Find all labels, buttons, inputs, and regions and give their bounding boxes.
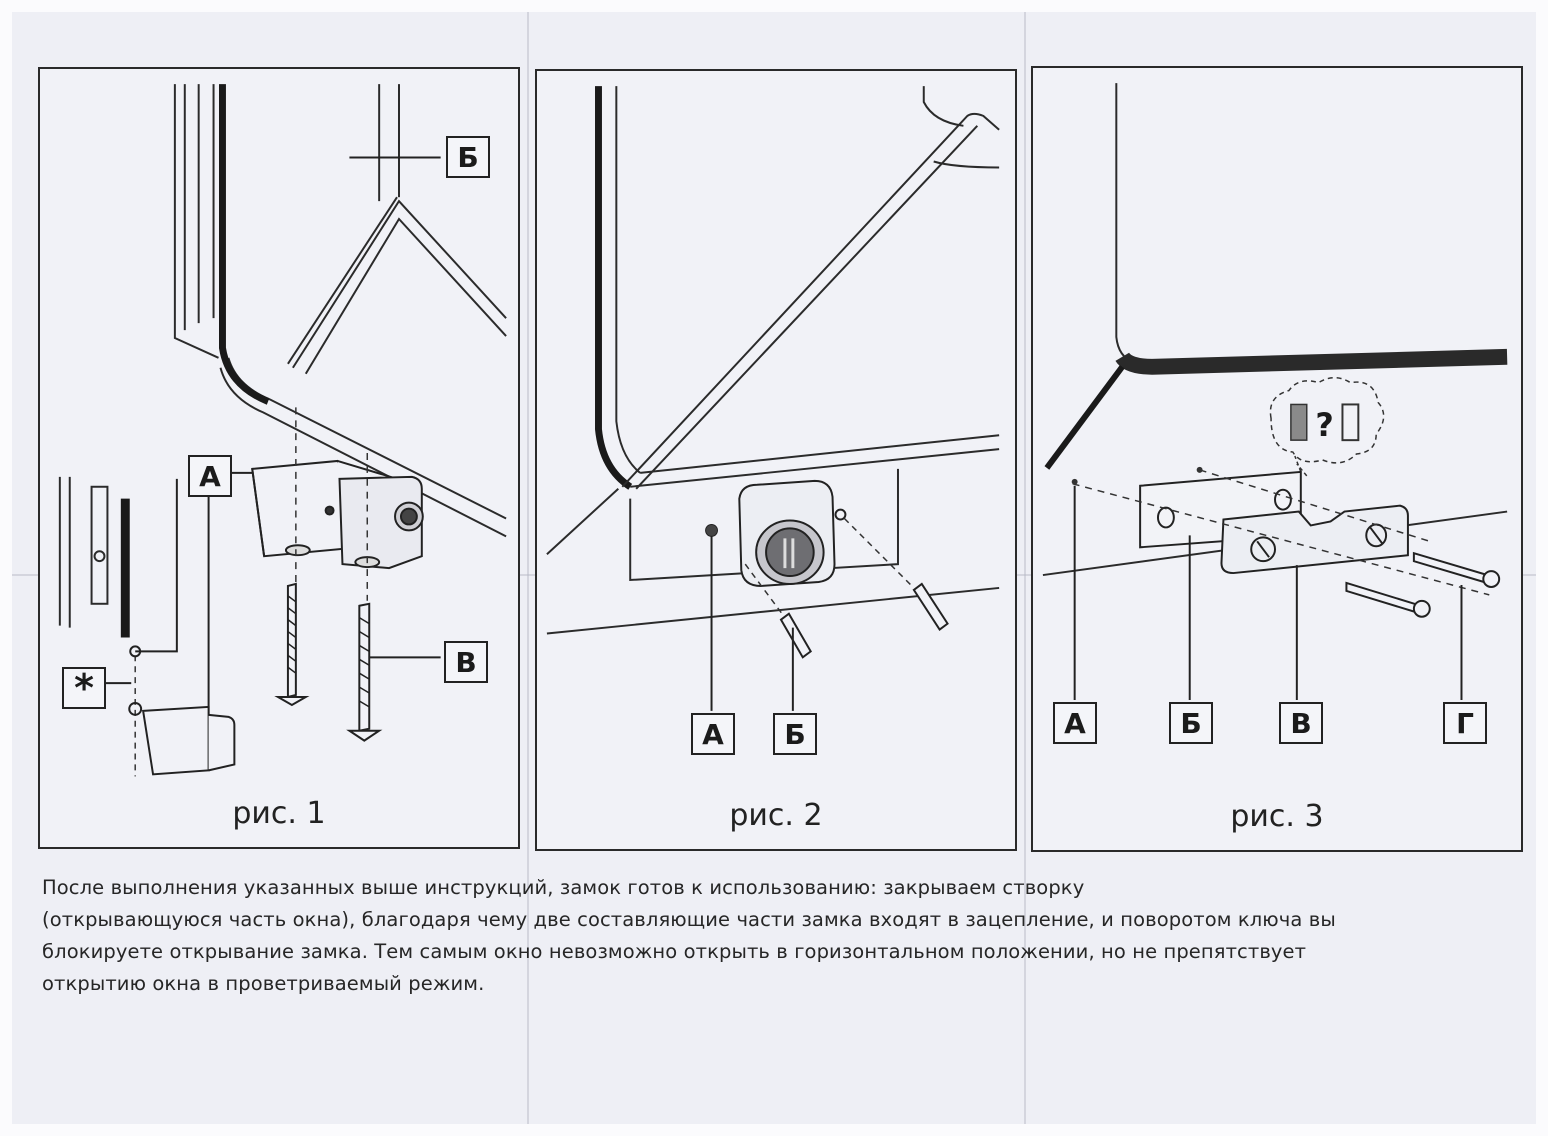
fold-line bbox=[1024, 12, 1026, 1124]
figure-2-drawing bbox=[546, 86, 1000, 711]
instruction-paragraph: После выполнения указанных выше инструкц… bbox=[42, 872, 1492, 1000]
figure-3-label-a: А bbox=[1053, 702, 1097, 744]
figure-3-bubble-question: ? bbox=[1315, 408, 1333, 444]
figure-2-caption: рис. 2 bbox=[729, 798, 823, 833]
figure-3-label-v: В bbox=[1279, 702, 1323, 744]
figure-3-label-b: Б bbox=[1169, 702, 1213, 744]
figure-2-label-b: Б bbox=[773, 713, 817, 755]
paragraph-line: (открывающуюся часть окна), благодаря че… bbox=[42, 908, 1336, 931]
paragraph-line: открытию окна в проветриваемый режим. bbox=[42, 972, 485, 995]
paragraph-line: блокируете открывание замка. Тем самым о… bbox=[42, 940, 1307, 963]
figure-1-label-b: Б bbox=[446, 136, 490, 178]
figure-2-panel: А Б рис. 2 bbox=[535, 69, 1017, 851]
figure-3-panel: ? bbox=[1031, 66, 1523, 852]
paragraph-line: После выполнения указанных выше инструкц… bbox=[42, 876, 1085, 899]
figure-1-panel: Б А В * рис. 1 bbox=[38, 67, 520, 849]
figure-1-label-a: А bbox=[188, 455, 232, 497]
figure-3-drawing: ? bbox=[1042, 83, 1508, 701]
figure-1-label-star: * bbox=[62, 666, 106, 710]
figure-3-caption: рис. 3 bbox=[1230, 799, 1324, 834]
fold-line bbox=[527, 12, 529, 1124]
figure-1-drawing bbox=[58, 84, 507, 777]
figure-2-label-a: А bbox=[691, 713, 735, 755]
figure-1-label-v: В bbox=[444, 641, 488, 683]
figure-3-label-g: Г bbox=[1443, 702, 1487, 744]
figure-1-caption: рис. 1 bbox=[232, 796, 326, 831]
